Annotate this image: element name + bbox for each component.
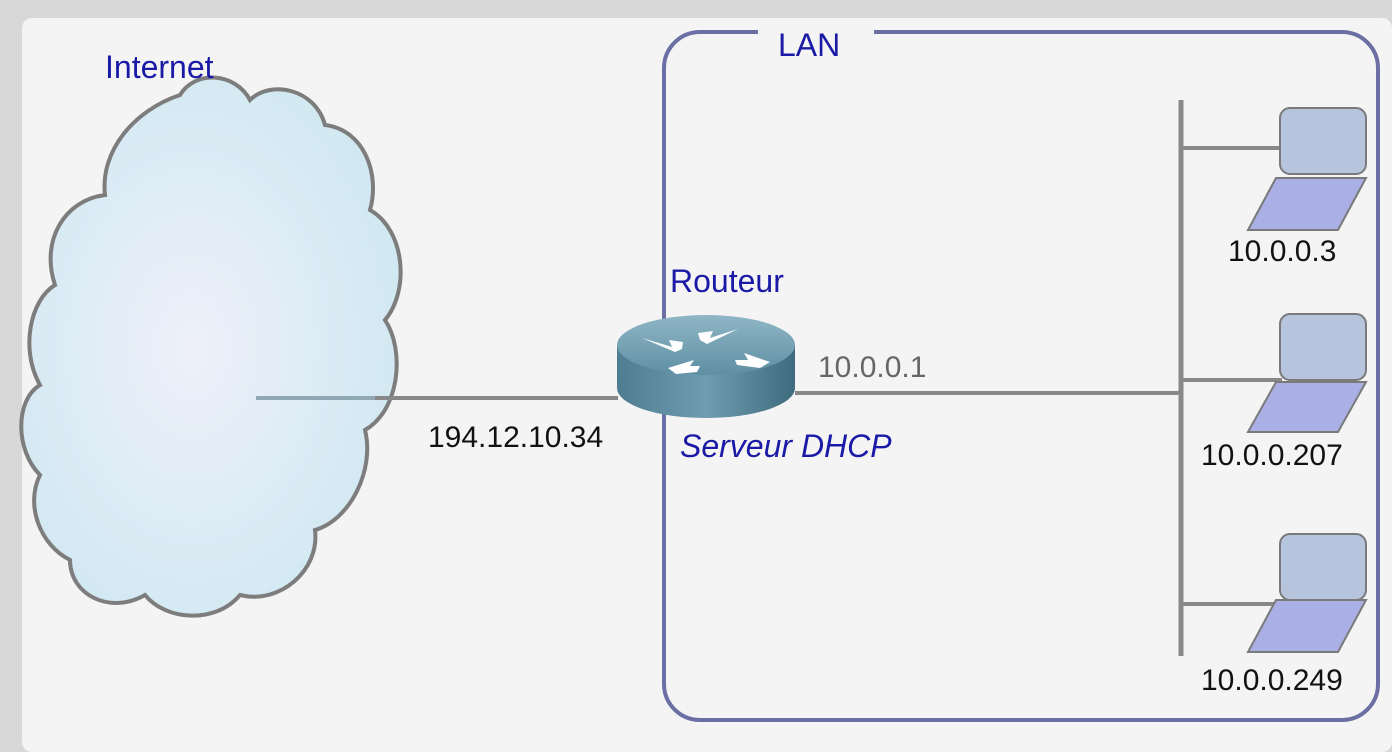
- lan-ip-label: 10.0.0.1: [818, 351, 926, 384]
- internet-cloud: [19, 75, 403, 618]
- internet-label: Internet: [105, 49, 214, 85]
- laptop-icon-1[interactable]: [1246, 107, 1368, 231]
- router-icon[interactable]: [617, 315, 795, 418]
- router-label: Routeur: [670, 263, 784, 299]
- host-ip-label-1: 10.0.0.3: [1228, 235, 1336, 268]
- lan-label-gap: [758, 20, 874, 46]
- laptop-icon-2[interactable]: [1246, 313, 1368, 433]
- dhcp-server-label: Serveur DHCP: [680, 428, 892, 464]
- laptop-icon-3[interactable]: [1246, 533, 1368, 653]
- host-ip-label-2: 10.0.0.207: [1201, 439, 1343, 472]
- host-ip-label-3: 10.0.0.249: [1201, 664, 1343, 697]
- wan-ip-label: 194.12.10.34: [428, 421, 603, 454]
- lan-label: LAN: [778, 27, 840, 63]
